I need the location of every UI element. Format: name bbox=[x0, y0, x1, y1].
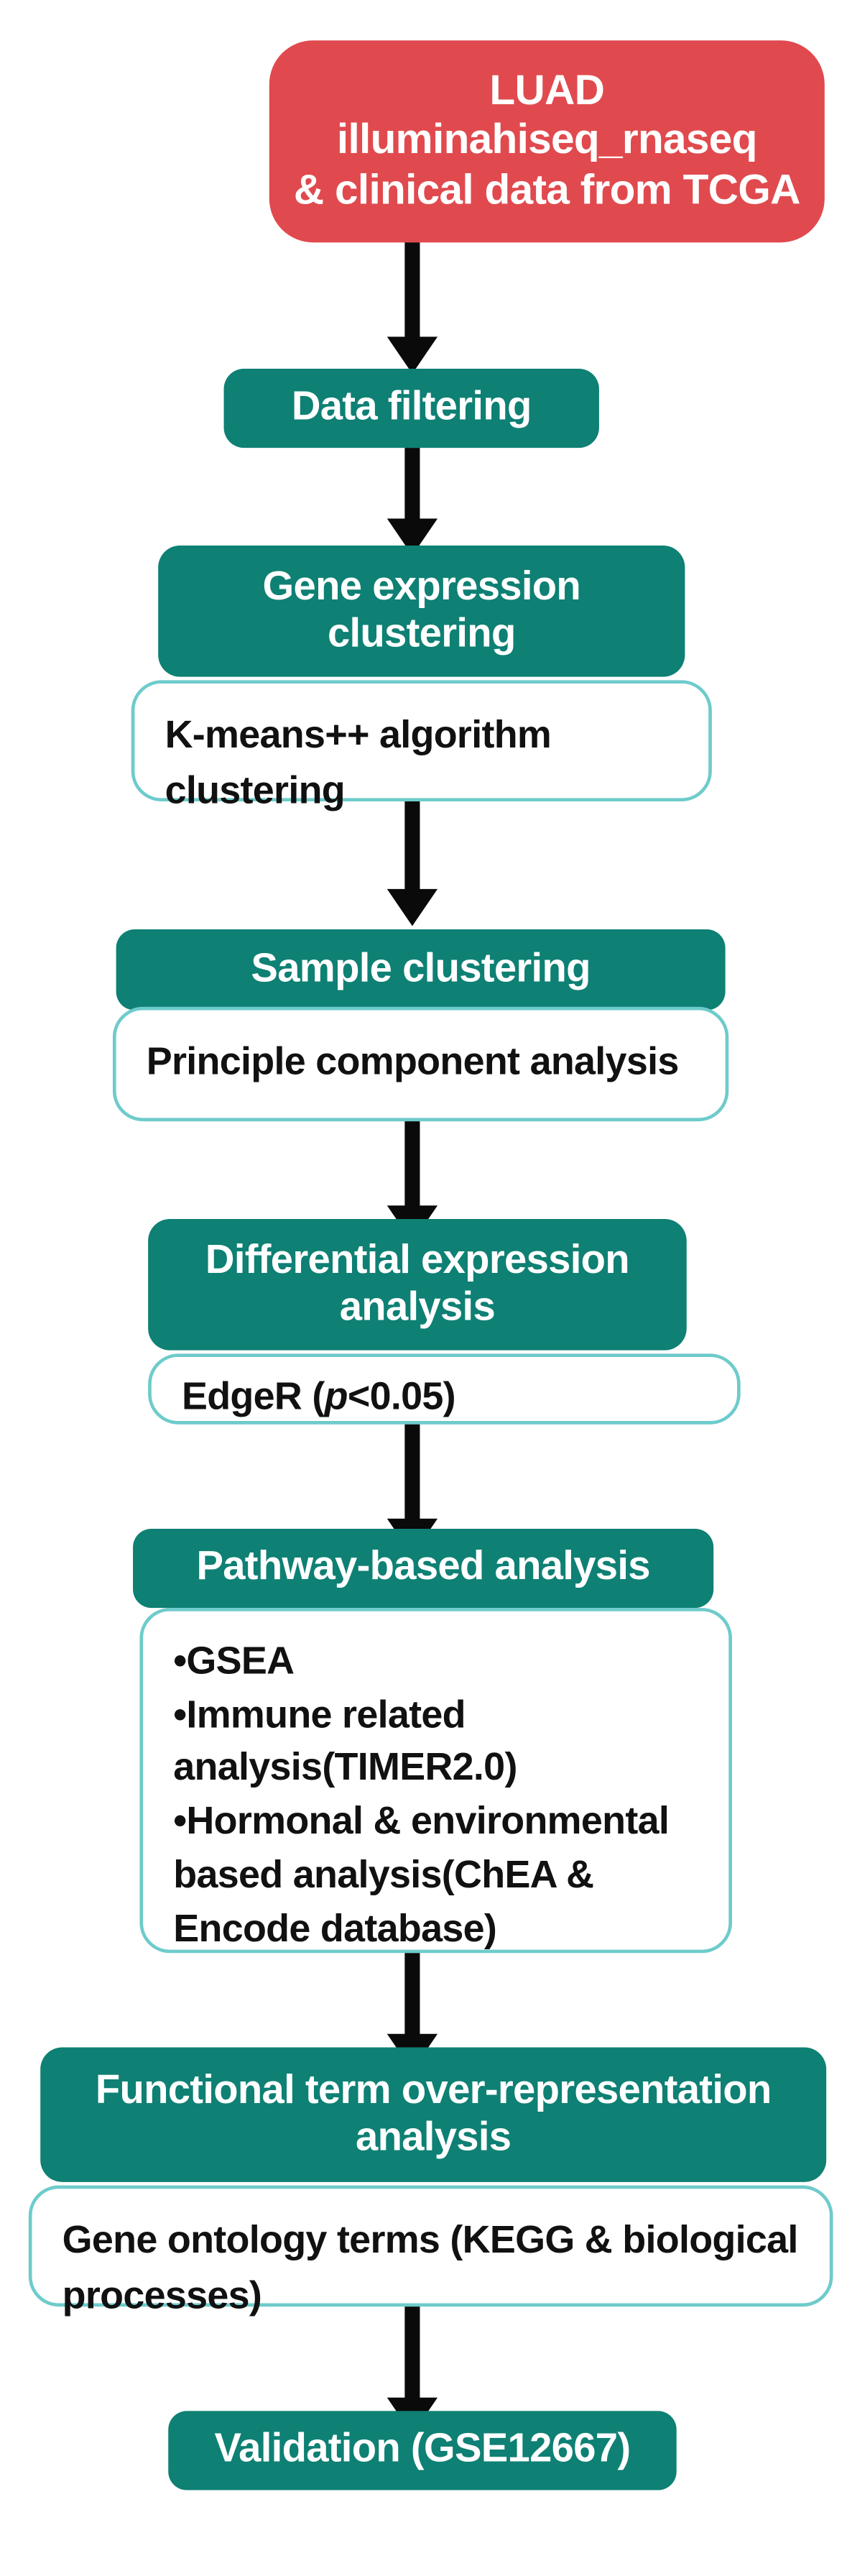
detail-pathway-bullet-gsea: •GSEA bbox=[173, 1638, 295, 1683]
detail-edger-text: EdgeR (p<0.05) bbox=[182, 1368, 711, 1423]
detail-pathway-bullets: •GSEA •Immune related analysis(TIMER2.0)… bbox=[139, 1608, 732, 1954]
node-gene-clustering-line1: Gene expression bbox=[262, 564, 581, 610]
detail-k-means-clustering-text: K-means++ algorithm clustering bbox=[165, 712, 552, 811]
detail-edger-suffix: <0.05) bbox=[347, 1374, 456, 1418]
detail-pathway-bullet-hormonal: •Hormonal & environmental based analysis… bbox=[173, 1798, 670, 1949]
connector-filtering-to-gene-clustering bbox=[404, 448, 420, 529]
node-gene-expression-clustering: Gene expression clustering bbox=[158, 545, 685, 677]
node-source-line2: & clinical data from TCGA bbox=[293, 166, 801, 213]
node-pathway-based-analysis-label: Pathway-based analysis bbox=[196, 1544, 650, 1591]
detail-gene-ontology-terms-text: Gene ontology terms (KEGG & biological p… bbox=[62, 2217, 799, 2317]
detail-k-means-clustering: K-means++ algorithm clustering bbox=[131, 680, 712, 811]
arrowhead-gene-clustering-to-sample-clustering bbox=[387, 888, 438, 926]
arrowhead-source-to-filtering bbox=[387, 336, 438, 374]
connector-dea-to-pathway bbox=[404, 1424, 420, 1526]
detail-edger-prefix: EdgeR ( bbox=[181, 1374, 325, 1418]
detail-edger: EdgeR (p<0.05) bbox=[148, 1353, 741, 1425]
node-functional-term-over-representation-analysis: Functional term over-representation anal… bbox=[40, 2047, 827, 2182]
node-source-line1: LUAD illuminahiseq_rnaseq bbox=[336, 67, 757, 164]
node-pathway-based-analysis: Pathway-based analysis bbox=[133, 1528, 714, 1609]
detail-principle-component-analysis: Principle component analysis bbox=[112, 1006, 729, 1122]
detail-gene-ontology-terms: Gene ontology terms (KEGG & biological p… bbox=[28, 2185, 833, 2316]
detail-principle-component-analysis-text: Principle component analysis bbox=[146, 1039, 680, 1083]
node-sample-clustering-label: Sample clustering bbox=[251, 946, 591, 992]
detail-edger-p-symbol: p bbox=[324, 1374, 348, 1418]
node-dea-line2: analysis bbox=[339, 1284, 496, 1330]
node-validation: Validation (GSE12667) bbox=[168, 2411, 677, 2490]
node-data-filtering-label: Data filtering bbox=[291, 384, 532, 431]
connector-source-to-filtering bbox=[404, 242, 420, 344]
node-differential-expression-analysis: Differential expression analysis bbox=[148, 1218, 687, 1351]
detail-pathway-bullet-immune: •Immune related analysis(TIMER2.0) bbox=[173, 1691, 517, 1789]
node-validation-label: Validation (GSE12667) bbox=[214, 2426, 631, 2472]
connector-sample-clustering-to-dea bbox=[404, 1121, 420, 1213]
node-gene-clustering-line2: clustering bbox=[327, 611, 516, 657]
node-functional-term-line2: analysis bbox=[356, 2115, 512, 2161]
node-dea-line1: Differential expression bbox=[205, 1236, 630, 1283]
node-sample-clustering: Sample clustering bbox=[116, 929, 726, 1011]
connector-functional-term-to-validation bbox=[404, 2306, 420, 2405]
connector-pathway-to-functional-term bbox=[404, 1953, 420, 2041]
connector-gene-clustering-to-sample-clustering bbox=[404, 801, 420, 896]
node-data-filtering: Data filtering bbox=[223, 369, 599, 448]
node-source-data: LUAD illuminahiseq_rnaseq & clinical dat… bbox=[269, 40, 825, 243]
node-functional-term-line1: Functional term over-representation bbox=[95, 2066, 772, 2113]
